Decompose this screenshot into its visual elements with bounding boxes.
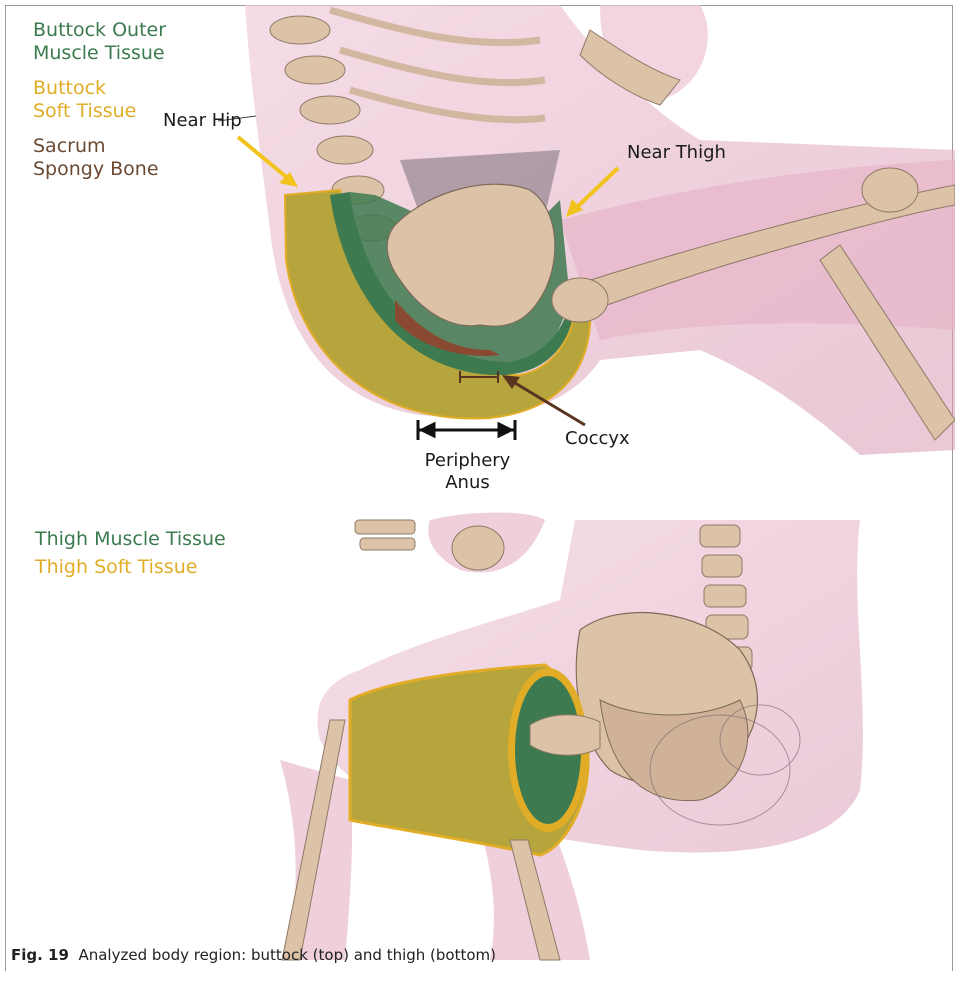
label-near-hip: Near Hip (163, 110, 242, 132)
figure-caption: Fig. 19 Analyzed body region: buttock (t… (11, 946, 496, 964)
periphery-anus-marker (418, 420, 515, 440)
legend-buttock-soft-line2: Soft Tissue (33, 100, 166, 123)
legend-top: Buttock Outer Muscle Tissue Buttock Soft… (33, 19, 166, 181)
legend-buttock-outer-line1: Buttock Outer (33, 19, 166, 42)
legend-thigh-muscle: Thigh Muscle Tissue (35, 525, 226, 553)
legend-thigh-soft: Thigh Soft Tissue (35, 553, 226, 581)
label-periphery-anus: Periphery Anus (415, 450, 520, 494)
legend-bottom: Thigh Muscle Tissue Thigh Soft Tissue (35, 525, 226, 581)
label-coccyx: Coccyx (565, 428, 630, 450)
label-anus: Anus (415, 472, 520, 494)
bottom-panel-render (280, 513, 863, 961)
top-panel-render (218, 5, 955, 455)
legend-buttock-outer-line2: Muscle Tissue (33, 42, 166, 65)
legend-sacrum-line1: Sacrum (33, 135, 166, 158)
figure-number: Fig. 19 (11, 946, 69, 964)
legend-buttock-soft-line1: Buttock (33, 77, 166, 100)
label-near-thigh: Near Thigh (627, 142, 726, 164)
legend-sacrum-line2: Spongy Bone (33, 158, 166, 181)
label-periphery: Periphery (415, 450, 520, 472)
figure-caption-text: Analyzed body region: buttock (top) and … (78, 946, 496, 964)
